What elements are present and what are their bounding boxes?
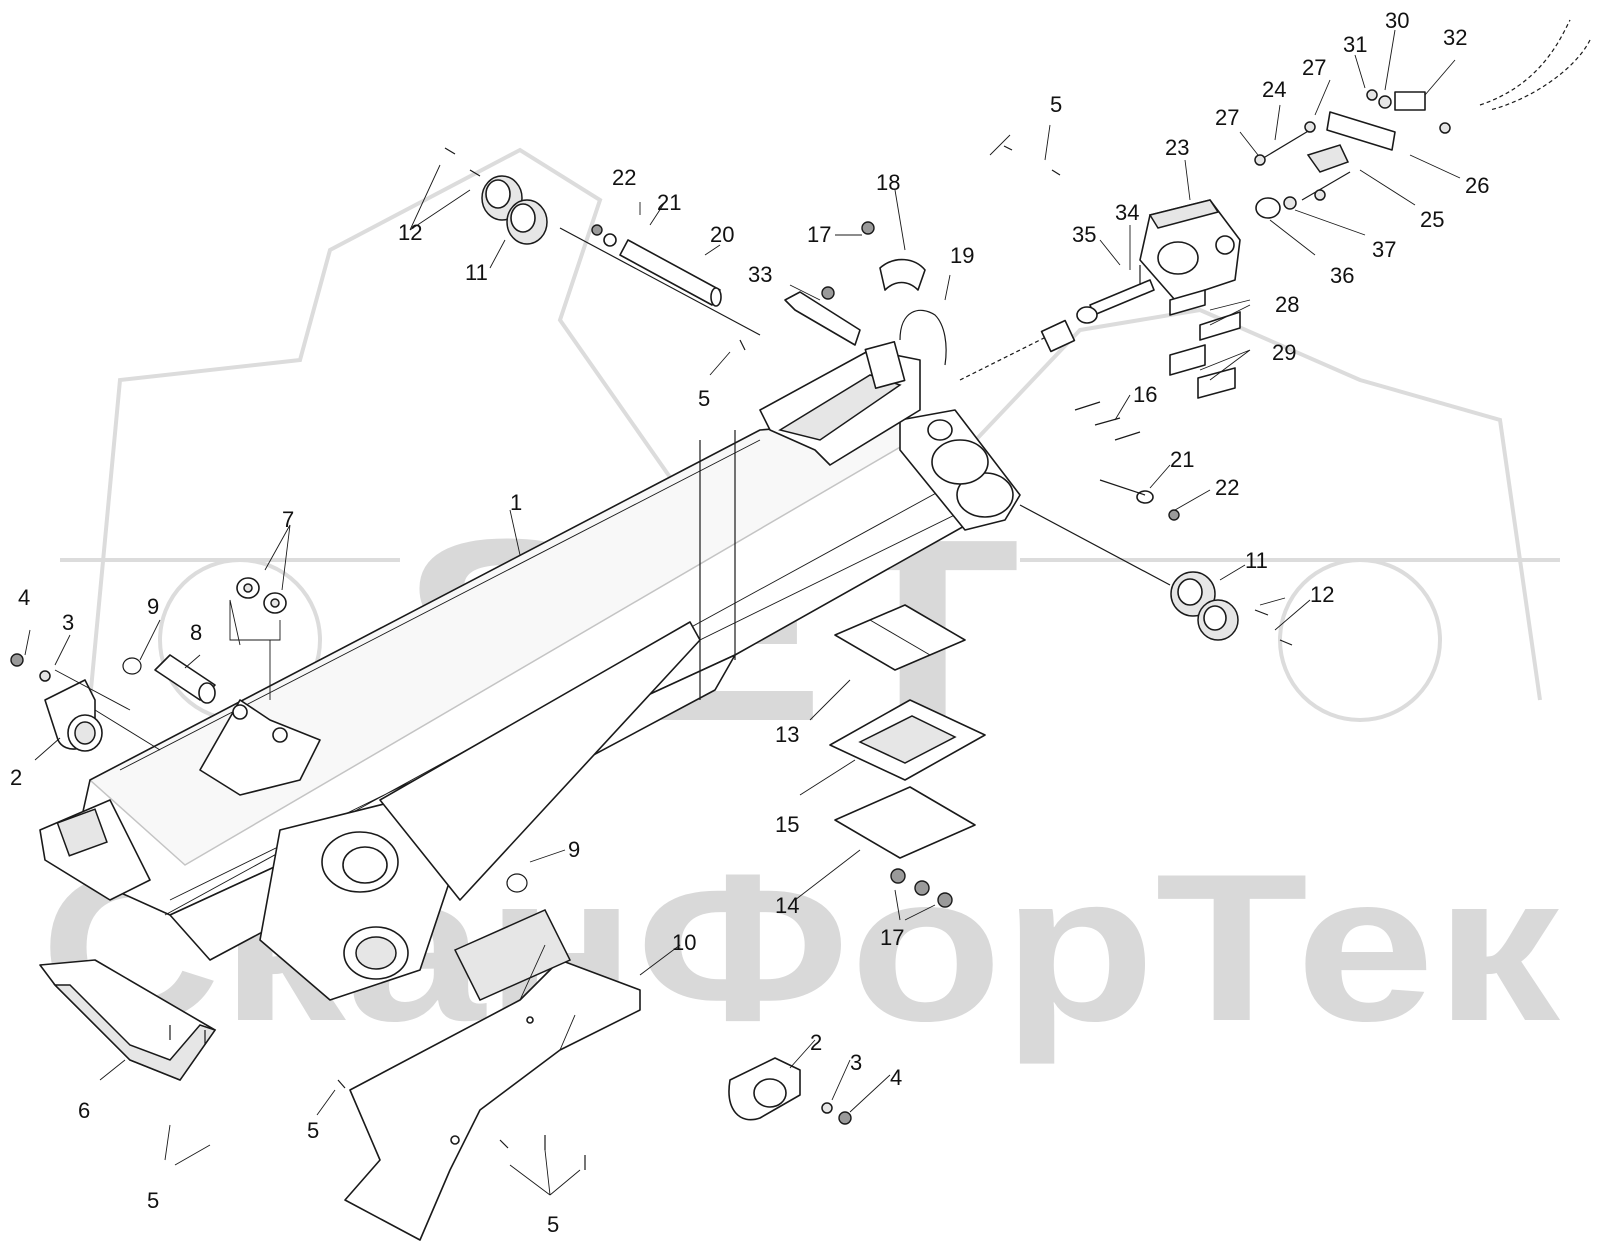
callout-22: 22 [612,165,636,190]
callout-28: 28 [1275,292,1299,317]
callout-21: 21 [657,190,681,215]
tensioner-block-23 [1139,199,1241,301]
pin-20 [591,224,722,307]
callout-19: 19 [950,243,974,268]
bolts-16 [1074,401,1141,441]
callout-9: 9 [568,837,580,862]
callout-12: 12 [1310,582,1334,607]
callout-34: 34 [1115,200,1139,225]
callout-5: 5 [547,1212,559,1237]
callout-33: 33 [748,262,772,287]
callout-6: 6 [78,1098,90,1123]
callout-21: 21 [1170,447,1194,472]
callout-labels: 1 2 2 3 3 4 4 5 5 5 5 5 6 7 8 9 9 10 11 … [10,8,1489,1237]
left-small-parts [10,577,528,893]
rod-35 [1076,265,1155,324]
callout-2: 2 [810,1030,822,1055]
watermark-machine-silhouette [60,147,1560,722]
callout-1: 1 [510,490,522,515]
shim-14 [834,786,976,859]
tensioner-parts [1254,89,1451,219]
callout-29: 29 [1272,340,1296,365]
callout-26: 26 [1465,173,1489,198]
pads-28-29 [1169,289,1241,399]
cradle-18-19 [864,258,947,390]
callout-5: 5 [1050,92,1062,117]
callout-5: 5 [307,1118,319,1143]
callout-14: 14 [775,893,799,918]
callout-4: 4 [890,1065,902,1090]
callout-35: 35 [1072,222,1096,247]
callout-10: 10 [672,930,696,955]
callout-4: 4 [18,585,30,610]
cover-6 [39,959,217,1081]
callout-24: 24 [1262,77,1286,102]
callout-5: 5 [698,386,710,411]
nuts-17 [821,221,953,908]
callout-15: 15 [775,812,799,837]
callout-2: 2 [10,765,22,790]
callout-7: 7 [282,507,294,532]
callout-16: 16 [1133,382,1157,407]
top-bushings-11 [444,147,548,245]
callout-5: 5 [147,1188,159,1213]
callout-9: 9 [147,594,159,619]
plate-15 [829,699,986,781]
callout-27: 27 [1302,55,1326,80]
callout-22: 22 [1215,475,1239,500]
drag-chain [959,19,1591,381]
callout-17: 17 [880,925,904,950]
callout-32: 32 [1443,25,1467,50]
bolts-5 [169,145,1061,1170]
right-bushings-11 [1136,490,1293,646]
boom-body [39,409,1021,1001]
callout-17: 17 [807,222,831,247]
leader-lines [24,29,1461,1196]
callout-3: 3 [850,1050,862,1075]
callout-13: 13 [775,722,799,747]
callout-30: 30 [1385,8,1409,33]
callout-31: 31 [1343,32,1367,57]
callout-11: 11 [465,260,488,285]
cover-10 [344,909,641,1241]
callout-27: 27 [1215,105,1239,130]
callout-18: 18 [876,170,900,195]
pad-13 [834,604,966,671]
callout-20: 20 [710,222,734,247]
callout-12: 12 [398,220,422,245]
callout-3: 3 [62,610,74,635]
callout-23: 23 [1165,135,1189,160]
callout-37: 37 [1372,237,1396,262]
callout-25: 25 [1420,207,1444,232]
callout-11: 11 [1245,548,1268,573]
lower-bushing-2 [728,1057,852,1125]
callout-36: 36 [1330,263,1354,288]
left-bushing-2 [44,679,103,752]
callout-8: 8 [190,620,202,645]
